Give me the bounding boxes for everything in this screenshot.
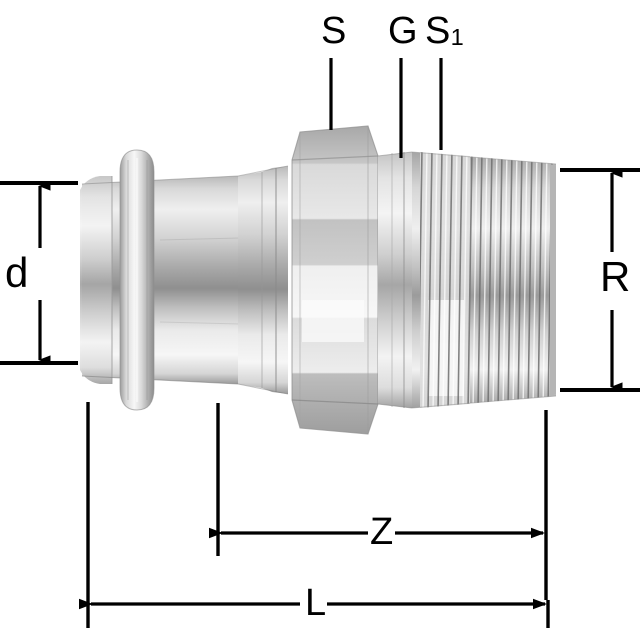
label-L: L <box>305 582 327 624</box>
dimension-L <box>79 402 550 628</box>
press-bead-ring <box>119 149 155 411</box>
dimension-d <box>0 181 78 365</box>
label-G: G <box>388 10 418 52</box>
collar-ring <box>377 151 413 409</box>
label-R: R <box>600 253 631 300</box>
label-S1: S1 <box>425 10 464 52</box>
taper-shoulder <box>237 165 289 395</box>
label-d: d <box>5 249 29 296</box>
dimension-R <box>560 168 640 392</box>
male-thread <box>411 151 557 409</box>
label-S1-subscript: 1 <box>450 24 464 51</box>
label-S1-base: S <box>425 10 451 52</box>
thread-crests <box>420 152 553 408</box>
dimension-Z <box>209 403 548 600</box>
label-S: S <box>321 10 347 52</box>
label-Z: Z <box>370 511 394 553</box>
leader-lines <box>329 58 443 158</box>
